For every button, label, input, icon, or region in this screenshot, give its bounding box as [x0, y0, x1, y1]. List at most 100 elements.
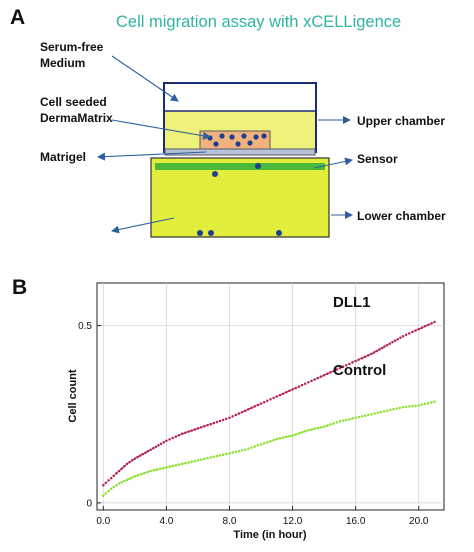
data-point	[203, 425, 206, 428]
lower-chamber	[150, 157, 330, 238]
data-point	[240, 449, 244, 452]
data-point	[262, 400, 266, 404]
data-point	[385, 343, 389, 347]
data-point	[215, 420, 219, 424]
data-point	[291, 388, 294, 391]
data-point	[149, 448, 152, 451]
data-point	[234, 450, 238, 454]
data-point	[426, 401, 430, 405]
data-point	[228, 416, 231, 420]
data-point	[379, 410, 383, 414]
data-point	[123, 465, 126, 468]
data-point	[294, 433, 297, 436]
data-point	[288, 389, 291, 393]
data-point	[414, 329, 417, 332]
arrow-sensor	[313, 157, 353, 169]
data-point	[168, 465, 171, 468]
series-label-dll1: DLL1	[333, 294, 371, 311]
data-point	[294, 386, 297, 390]
data-point	[112, 474, 116, 477]
data-point	[231, 415, 234, 418]
data-point	[307, 428, 310, 432]
data-point	[180, 462, 184, 466]
data-point	[398, 406, 402, 410]
data-point	[168, 438, 171, 441]
data-point	[144, 451, 147, 454]
data-point	[259, 402, 263, 405]
data-point	[408, 405, 411, 408]
data-point	[357, 415, 361, 419]
data-point	[338, 366, 342, 370]
data-point	[401, 405, 405, 409]
data-point	[411, 330, 414, 334]
data-point	[420, 326, 424, 329]
data-point	[363, 414, 367, 417]
data-point	[143, 471, 146, 475]
label-serum-free-line2: Medium	[40, 56, 86, 70]
data-point	[338, 420, 342, 423]
seeded-cell	[229, 134, 235, 140]
data-point	[404, 405, 408, 409]
data-point	[367, 413, 370, 417]
label-upper-chamber: Upper chamber	[357, 114, 446, 128]
data-point	[196, 459, 200, 462]
data-point	[141, 452, 144, 456]
data-point	[187, 430, 190, 433]
data-point	[344, 364, 348, 367]
data-point	[138, 454, 142, 457]
data-point	[322, 373, 326, 377]
data-point	[380, 346, 384, 350]
data-point	[316, 376, 320, 380]
data-point	[190, 429, 193, 432]
data-point	[423, 402, 427, 406]
series-label-control: Control	[333, 362, 386, 379]
data-point	[383, 345, 386, 348]
data-point	[322, 425, 326, 428]
data-point	[351, 417, 354, 420]
data-point	[212, 421, 215, 425]
data-point	[297, 385, 301, 388]
data-point	[266, 441, 269, 444]
data-point	[247, 408, 250, 411]
data-point	[102, 483, 105, 487]
bottom-cell	[276, 230, 282, 236]
data-point	[423, 325, 427, 328]
data-point	[313, 427, 316, 431]
data-point	[376, 411, 380, 415]
seeded-cell	[219, 133, 225, 139]
data-point	[154, 445, 158, 448]
data-point	[303, 430, 307, 433]
data-point	[136, 473, 140, 477]
y-axis-title: Cell count	[67, 369, 79, 423]
data-point	[300, 383, 304, 387]
data-point	[378, 348, 381, 351]
data-point	[136, 455, 139, 459]
data-point	[206, 423, 209, 427]
data-point	[360, 415, 364, 418]
data-point	[209, 456, 212, 459]
grid-lines	[97, 283, 444, 510]
seeded-cell	[253, 134, 259, 140]
data-point	[269, 398, 272, 401]
data-point	[417, 327, 421, 331]
data-point	[344, 418, 348, 422]
data-point	[184, 431, 187, 434]
data-point	[275, 437, 279, 441]
data-point	[285, 435, 288, 439]
data-point	[420, 403, 424, 406]
x-tick-label: 4.0	[159, 516, 173, 527]
data-point	[303, 382, 307, 385]
x-axis-title: Time (in hour)	[233, 529, 306, 541]
pointer-arrows	[97, 55, 353, 234]
data-point	[165, 466, 168, 469]
data-point	[354, 416, 357, 420]
data-point	[389, 408, 392, 412]
data-point	[370, 412, 373, 416]
data-point	[332, 369, 335, 373]
data-point	[404, 333, 408, 337]
data-point	[244, 409, 247, 412]
data-point	[399, 336, 402, 339]
data-point	[158, 467, 162, 471]
